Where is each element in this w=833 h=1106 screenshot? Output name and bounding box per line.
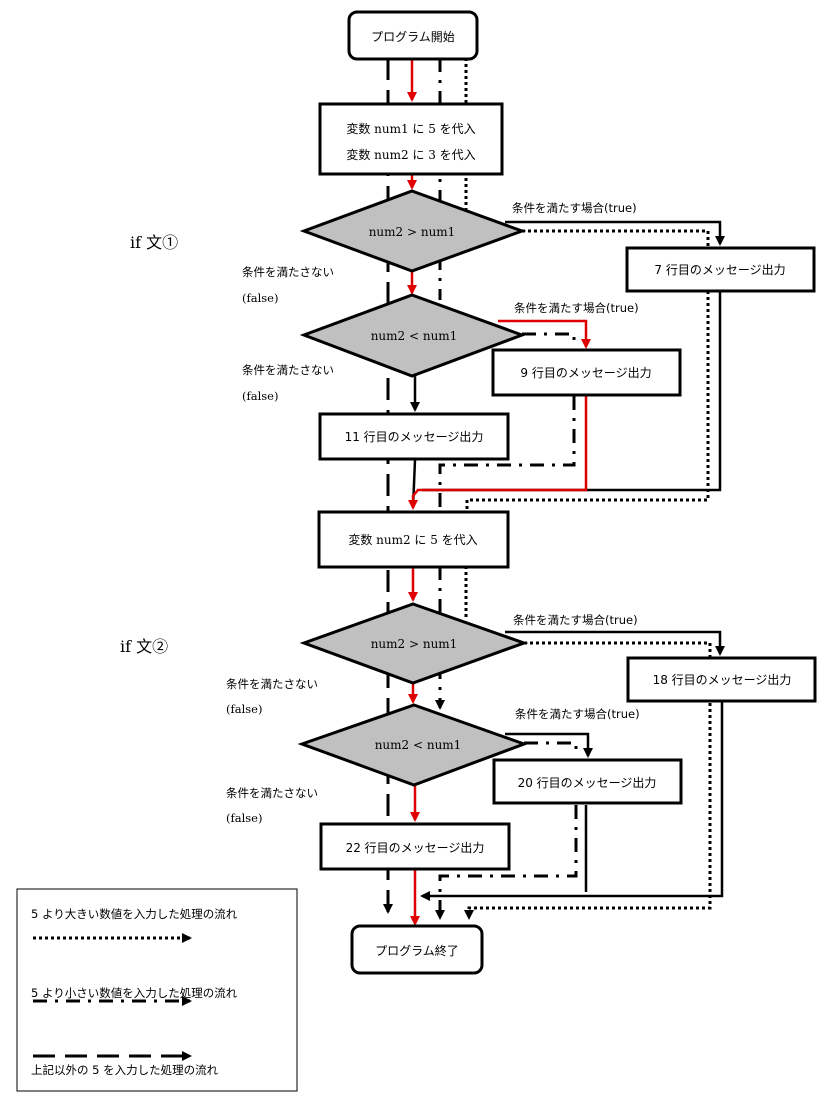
legend: 5 より大きい数値を入力した処理の流れ 5 より小さい数値を入力した処理の流れ … — [16, 888, 298, 1092]
assign2-node: 変数 num2 に 5 を代入 — [317, 510, 510, 569]
false-label-cond3-line1: 条件を満たさない — [226, 677, 318, 691]
cond1-label: num2 > num1 — [369, 225, 456, 239]
red-flow-5 — [408, 396, 588, 510]
cond4-decision: num2 < num1 — [297, 703, 529, 787]
flow-less-5-return-2 — [435, 805, 578, 920]
out7-node: 7 行目のメッセージ出力 — [625, 246, 816, 293]
true-label-cond1: 条件を満たす場合(true) — [512, 201, 637, 215]
cond3-label: num2 > num1 — [371, 637, 458, 651]
out9-label: 9 行目のメッセージ出力 — [520, 366, 651, 380]
false-label-cond3-line2: (false) — [226, 702, 262, 716]
out20-label: 20 行目のメッセージ出力 — [518, 776, 657, 790]
true-label-cond4: 条件を満たす場合(true) — [515, 707, 640, 721]
false-label-cond4-line2: (false) — [226, 811, 262, 825]
out11-label: 11 行目のメッセージ出力 — [345, 430, 484, 444]
legend-label-greater: 5 より大きい数値を入力した処理の流れ — [31, 907, 238, 921]
flow-less-5-branch-2 — [524, 741, 578, 755]
flow-less-5-return-1 — [438, 396, 576, 512]
assign1-line1: 変数 num1 に 5 を代入 — [346, 121, 475, 136]
assign1-node: 変数 num1 に 5 を代入 変数 num2 に 3 を代入 — [318, 102, 504, 176]
assign2-label: 変数 num2 に 5 を代入 — [348, 532, 477, 547]
end-node: プログラム終了 — [350, 924, 484, 975]
true-label-cond2: 条件を満たす場合(true) — [514, 301, 639, 315]
true-branch-cond4 — [505, 732, 593, 758]
cond4-label: num2 < num1 — [375, 738, 462, 752]
red-flow-4 — [498, 319, 591, 349]
if2-section-label: if 文② — [120, 637, 168, 656]
cond2-decision: num2 < num1 — [299, 293, 527, 378]
cond3-decision: num2 > num1 — [299, 602, 529, 685]
out7-label: 7 行目のメッセージ出力 — [654, 263, 785, 277]
cond2-label: num2 < num1 — [371, 329, 458, 343]
false-label-cond1-line1: 条件を満たさない — [242, 265, 334, 279]
true-label-cond3: 条件を満たす場合(true) — [513, 613, 638, 627]
flow-less-5-branch-1 — [522, 332, 576, 346]
out22-node: 22 行目のメッセージ出力 — [319, 822, 511, 871]
flow-greater-5-branch-2 — [464, 641, 712, 920]
legend-label-less: 5 より小さい数値を入力した処理の流れ — [31, 986, 238, 1000]
true-branch-cond3 — [505, 630, 725, 656]
out11-node: 11 行目のメッセージ出力 — [318, 412, 510, 461]
out22-label: 22 行目のメッセージ出力 — [346, 841, 485, 855]
true-branch-cond1 — [505, 220, 725, 246]
false-label-cond4-line1: 条件を満たさない — [226, 786, 318, 800]
out20-node: 20 行目のメッセージ出力 — [492, 758, 683, 805]
out9-node: 9 行目のメッセージ出力 — [491, 348, 682, 397]
false-label-cond1-line2: (false) — [242, 291, 278, 305]
legend-label-equal: 上記以外の 5 を入力した処理の流れ — [31, 1063, 219, 1077]
start-label: プログラム開始 — [371, 30, 455, 44]
start-node: プログラム開始 — [347, 10, 479, 61]
return-from-out18 — [420, 700, 724, 901]
out18-node: 18 行目のメッセージ出力 — [626, 656, 817, 703]
assign1-line2: 変数 num2 に 3 を代入 — [346, 147, 475, 162]
cond1-decision: num2 > num1 — [299, 189, 527, 273]
false-label-cond2-line1: 条件を満たさない — [242, 363, 334, 377]
if1-section-label: if 文① — [130, 233, 178, 252]
end-label: プログラム終了 — [375, 943, 459, 958]
false-label-cond2-line2: (false) — [242, 389, 278, 403]
out18-label: 18 行目のメッセージ出力 — [653, 673, 792, 687]
